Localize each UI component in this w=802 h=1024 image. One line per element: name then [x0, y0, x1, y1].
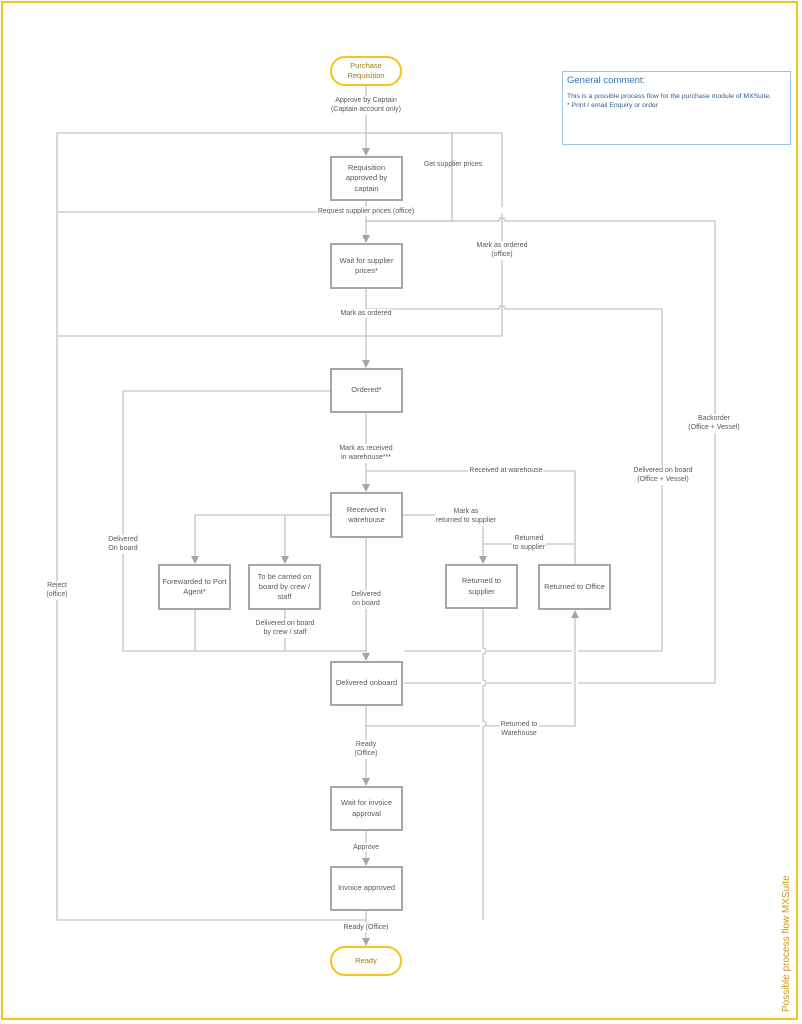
label-ready-office: Ready(Office)	[353, 740, 379, 759]
label-request-supplier-prices: Request supplier prices (office)	[316, 207, 416, 217]
label-get-supplier-prices: Get supplier prices	[423, 161, 483, 168]
side-caption: Possible process flow MXSuite	[781, 875, 792, 1012]
edge-delivered-onboard-left	[122, 390, 366, 652]
node-forwarded-port-agent[interactable]: Forewarded to Port Agent*	[158, 564, 231, 610]
label-mark-as-ordered: Mark as ordered	[339, 309, 393, 319]
general-comment-box: General comment: This is a possible proc…	[562, 71, 791, 145]
node-received-in-warehouse[interactable]: Received in warehouse	[330, 492, 403, 538]
label-received-at-warehouse: Received at warehouse	[468, 466, 544, 476]
comment-line: * Print / email Enquiry or order	[567, 102, 659, 110]
node-ordered[interactable]: Ordered*	[330, 368, 403, 413]
node-invoice-approved[interactable]: Invoice approved	[330, 866, 403, 911]
terminal-ready[interactable]: Ready	[330, 946, 402, 976]
node-wait-supplier-prices[interactable]: Wait for supplier prices*	[330, 243, 403, 289]
node-delivered-onboard[interactable]: Delivered onboard	[330, 661, 403, 706]
comment-body: This is a possible process flow for the …	[567, 92, 786, 110]
label-approve-by-captain: Approve by Captain(Captain account only)	[329, 96, 403, 115]
edge-received-at-wh	[366, 470, 576, 565]
label-approve: Approve	[351, 843, 381, 853]
node-wait-invoice-approval[interactable]: Wait for invoice approval	[330, 786, 403, 831]
edge-ret-supplier-down	[482, 609, 487, 920]
node-carried-by-crew[interactable]: To be carried on board by crew / staff	[248, 564, 321, 610]
label-ready-office-final: Ready (Office)	[342, 923, 390, 933]
edge-reject-loop	[56, 132, 366, 921]
label-delivered-office-vessel: Delivered on board(Office + Vessel)	[632, 466, 694, 485]
edge-delivered-office-vessel	[366, 305, 663, 652]
label-mark-ordered-office: Mark as ordered(office)	[475, 241, 529, 260]
node-returned-to-supplier[interactable]: Returned to supplier	[445, 564, 518, 609]
edge-received-to-port-agent	[191, 514, 330, 564]
node-returned-to-office[interactable]: Returned to Office	[538, 564, 611, 610]
node-requisition-approved[interactable]: Requisition approved by captain	[330, 156, 403, 201]
label-backorder: Backorder(Office + Vessel)	[687, 414, 741, 433]
edge-backorder	[366, 217, 716, 684]
label-reject-office: Reject(office)	[45, 581, 69, 600]
comment-line: This is a possible process flow for the …	[567, 93, 772, 100]
comment-title: General comment:	[567, 75, 646, 86]
terminal-purchase-requisition[interactable]: Purchase Requisition	[330, 56, 402, 86]
